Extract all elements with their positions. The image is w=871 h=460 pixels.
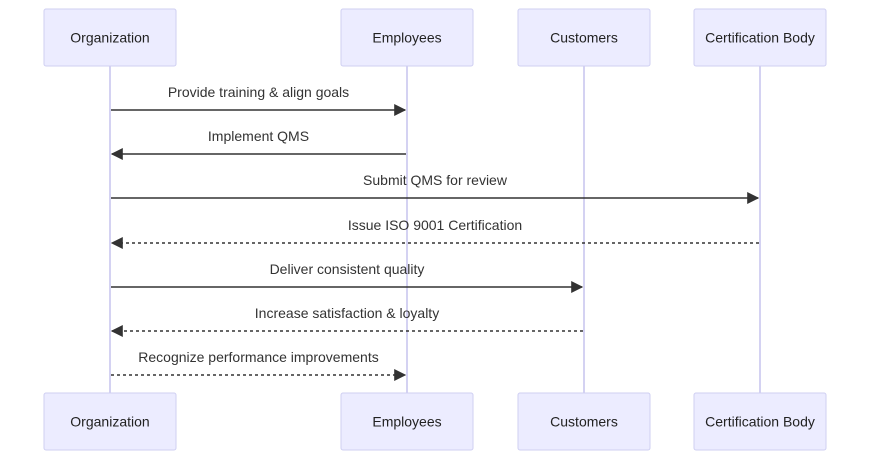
message-2: Implement QMS: [110, 128, 406, 160]
participant-label: Employees: [372, 414, 441, 430]
participant-box: [43, 392, 177, 451]
participant-box: [517, 8, 651, 67]
message-label: Recognize performance improvements: [138, 349, 378, 365]
participant-emp-bottom: Employees: [340, 392, 474, 451]
message-7: Recognize performance improvements: [111, 349, 407, 381]
participant-cus-top: Customers: [517, 8, 651, 67]
message-label: Implement QMS: [208, 128, 309, 144]
participant-box: [693, 8, 827, 67]
participant-label: Certification Body: [705, 30, 815, 46]
participant-cert-bottom: Certification Body: [693, 392, 827, 451]
participant-emp-top: Employees: [340, 8, 474, 67]
participant-label: Customers: [550, 414, 618, 430]
participant-cus-bottom: Customers: [517, 392, 651, 451]
messages: Provide training & align goalsImplement …: [110, 84, 760, 381]
participant-label: Organization: [70, 414, 149, 430]
message-label: Issue ISO 9001 Certification: [348, 217, 522, 233]
message-label: Provide training & align goals: [168, 84, 349, 100]
participant-box: [43, 8, 177, 67]
message-label: Increase satisfaction & loyalty: [255, 305, 439, 321]
participant-box: [693, 392, 827, 451]
lifelines: [109, 66, 761, 393]
participant-label: Organization: [70, 30, 149, 46]
message-1: Provide training & align goals: [111, 84, 407, 116]
participant-org-top: Organization: [43, 8, 177, 67]
participant-box: [340, 8, 474, 67]
participant-box: [340, 392, 474, 451]
message-label: Submit QMS for review: [363, 172, 508, 188]
message-label: Deliver consistent quality: [270, 261, 425, 277]
message-5: Deliver consistent quality: [111, 261, 584, 293]
message-6: Increase satisfaction & loyalty: [110, 305, 583, 337]
participant-cert-top: Certification Body: [693, 8, 827, 67]
participant-box: [517, 392, 651, 451]
message-4: Issue ISO 9001 Certification: [110, 217, 759, 249]
participant-label: Employees: [372, 30, 441, 46]
message-3: Submit QMS for review: [111, 172, 760, 204]
participant-org-bottom: Organization: [43, 392, 177, 451]
participant-label: Customers: [550, 30, 618, 46]
participant-label: Certification Body: [705, 414, 815, 430]
